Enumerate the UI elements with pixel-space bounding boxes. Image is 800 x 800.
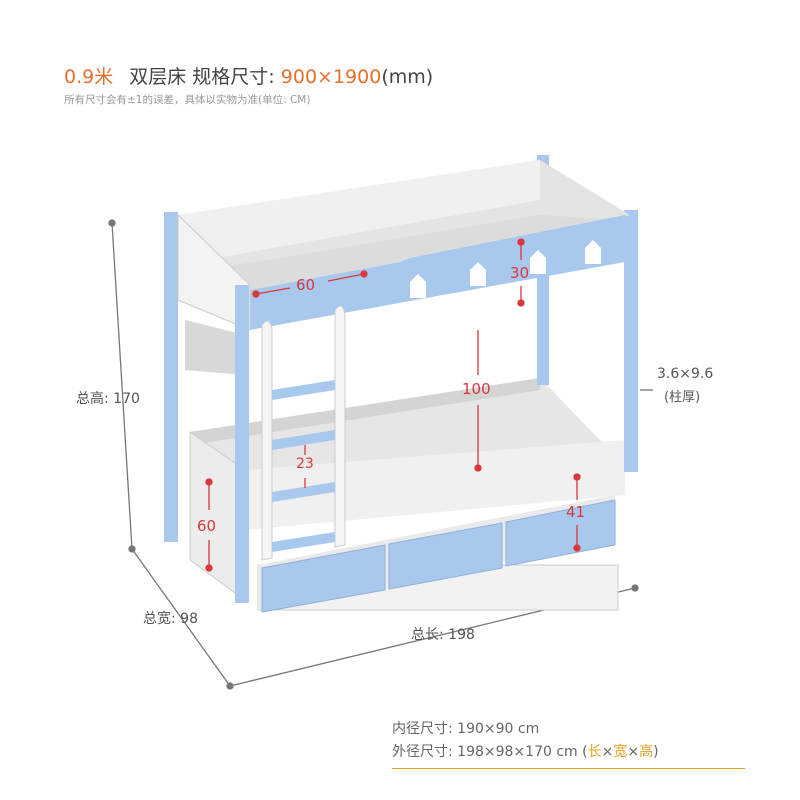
total-width-label: 总宽: 98 [143, 611, 198, 627]
guard-height-label: 30 [510, 264, 530, 282]
ladder-step-label: 23 [296, 456, 314, 472]
rail-length-label: 60 [296, 276, 316, 294]
footer-divider [392, 768, 745, 769]
total-height-label: 总高: 170 [76, 391, 140, 407]
outer-size: 外径尺寸: 198×98×170 cm (长×宽×高) [392, 741, 659, 761]
spec-size: 900×1900 [280, 66, 382, 88]
tolerance-note: 所有尺寸会有±1的误差，具体以实物为准(单位: CM) [64, 94, 311, 106]
drawer-height-label: 41 [566, 503, 586, 521]
size-label: 0.9米 [64, 66, 114, 88]
lower-height-label: 60 [197, 517, 217, 535]
total-length-label: 总长: 198 [411, 627, 475, 643]
inner-size: 内径尺寸: 190×90 cm [392, 721, 540, 737]
post-size-label: 3.6×9.6 [657, 366, 714, 382]
width-word: 宽 [613, 744, 628, 760]
spec-unit: (mm) [381, 66, 434, 88]
page-title: 0.9米 双层床 规格尺寸: 900×1900(mm) [64, 62, 433, 89]
times-2: × [627, 744, 640, 760]
product-name: 双层床 规格尺寸: [129, 66, 275, 88]
house-cutouts [410, 240, 601, 298]
paren-open: ( [582, 744, 588, 760]
post-note-label: (柱厚) [664, 390, 701, 405]
height-word: 高 [639, 744, 654, 760]
clearance-label: 100 [462, 380, 491, 398]
ladder [261, 305, 346, 561]
red-measure-lines [205, 238, 581, 572]
paren-close: ) [653, 744, 659, 760]
outer-size-value: 外径尺寸: 198×98×170 cm [392, 744, 578, 760]
times-1: × [601, 744, 614, 760]
length-word: 长 [587, 744, 602, 760]
